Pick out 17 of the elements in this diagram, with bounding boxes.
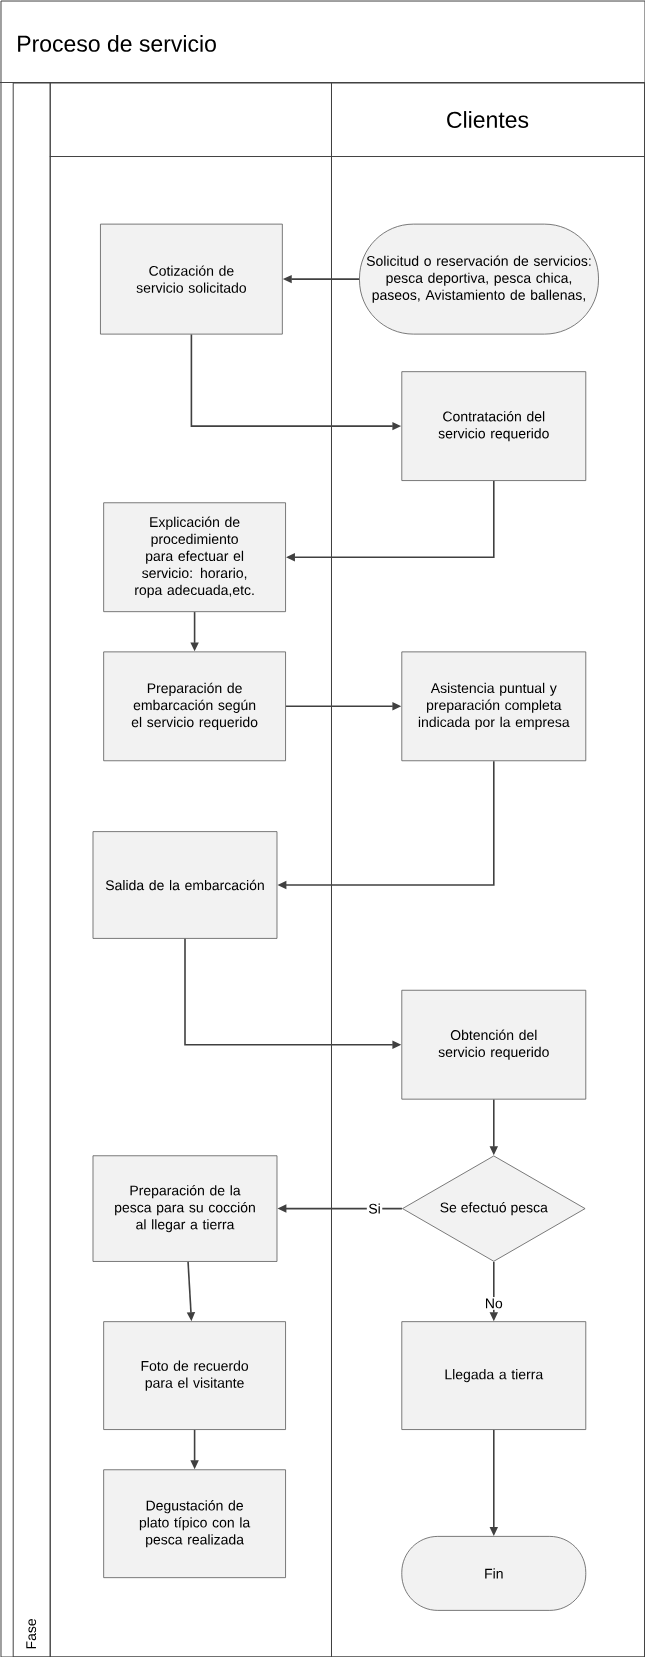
process-box: Obtención del servicio requerido: [401, 989, 587, 1100]
process-box: Preparación de la pesca para su cocción al llegar a tierra: [92, 1155, 278, 1262]
edge-label: No: [483, 1297, 505, 1310]
process-box: Asistencia puntual y preparación completa indicada por la empresa: [401, 651, 587, 762]
edge-label: Si: [366, 1201, 383, 1216]
process-box: Explicación de procedimiento para efectuar el servicio: horario, ropa adecuada,etc.: [103, 502, 286, 613]
process-box: Foto de recuerdo para el visitante: [103, 1321, 286, 1430]
process-box: Salida de la embarcación: [92, 831, 278, 939]
terminal-box: Fin: [401, 1536, 587, 1611]
process-box: Preparación de embarcación según el servicio requerido: [103, 651, 286, 762]
terminal-box: Solicitud o reservación de servicios: pesca deportiva, pesca chica, paseos, Avistamiento de ballenas,: [359, 223, 599, 335]
process-box: Contratación del servicio requerido: [401, 371, 587, 481]
process-box: Cotización de servicio solicitado: [100, 223, 283, 335]
swimlane: [49, 82, 332, 1657]
process-box: Degustación de plato típico con la pesca realizada: [103, 1469, 286, 1579]
process-box: Llegada a tierra: [401, 1321, 587, 1430]
phase-band: Fase: [12, 82, 51, 1657]
